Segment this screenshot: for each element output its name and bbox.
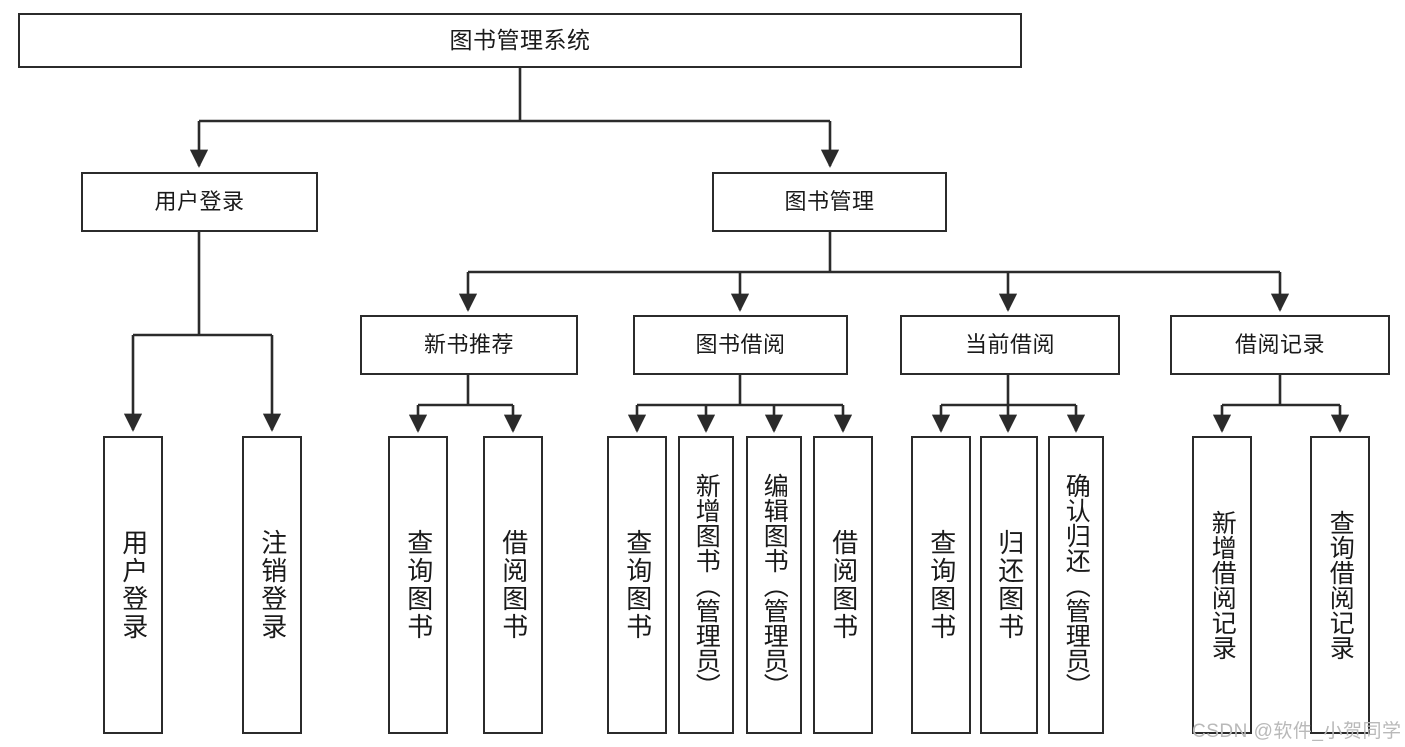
node-label: 确认归还（管理员） bbox=[1062, 472, 1091, 698]
node-leaf-borrow-book-recommend[interactable]: 借阅图书 bbox=[483, 436, 543, 734]
node-label: 新书推荐 bbox=[423, 332, 514, 358]
csdn-watermark: CSDN @软件_小贺同学 bbox=[1192, 721, 1402, 742]
node-label: 用户登录 bbox=[154, 189, 245, 215]
node-leaf-query-book-current[interactable]: 查询图书 bbox=[911, 436, 971, 734]
node-leaf-query-book-borrow[interactable]: 查询图书 bbox=[607, 436, 667, 734]
node-label: 查询图书 bbox=[403, 529, 434, 641]
node-leaf-query-book-recommend[interactable]: 查询图书 bbox=[388, 436, 448, 734]
node-label: 借阅图书 bbox=[498, 529, 529, 641]
node-leaf-return-book[interactable]: 归还图书 bbox=[980, 436, 1038, 734]
node-leaf-confirm-return-admin[interactable]: 确认归还（管理员） bbox=[1048, 436, 1104, 734]
node-new-book-recommend[interactable]: 新书推荐 bbox=[360, 315, 578, 375]
node-leaf-borrow-book[interactable]: 借阅图书 bbox=[813, 436, 873, 734]
node-label: 图书借阅 bbox=[695, 332, 786, 358]
node-label: 归还图书 bbox=[994, 529, 1025, 641]
node-label: 新增借阅记录 bbox=[1208, 510, 1237, 660]
node-label: 当前借阅 bbox=[964, 332, 1055, 358]
node-label: 用户登录 bbox=[118, 529, 149, 641]
node-book-management[interactable]: 图书管理 bbox=[712, 172, 947, 232]
node-label: 新增图书（管理员） bbox=[692, 472, 721, 698]
node-root-book-management-system[interactable]: 图书管理系统 bbox=[18, 13, 1022, 68]
node-label: 查询图书 bbox=[926, 529, 957, 641]
node-leaf-query-borrow-record[interactable]: 查询借阅记录 bbox=[1310, 436, 1370, 734]
node-current-borrow[interactable]: 当前借阅 bbox=[900, 315, 1120, 375]
node-leaf-add-book-admin[interactable]: 新增图书（管理员） bbox=[678, 436, 734, 734]
node-book-borrow[interactable]: 图书借阅 bbox=[633, 315, 848, 375]
node-leaf-edit-book-admin[interactable]: 编辑图书（管理员） bbox=[746, 436, 802, 734]
node-user-login[interactable]: 用户登录 bbox=[81, 172, 318, 232]
node-label: 借阅记录 bbox=[1234, 332, 1325, 358]
node-label: 注销登录 bbox=[257, 529, 288, 641]
node-leaf-logout[interactable]: 注销登录 bbox=[242, 436, 302, 734]
node-label: 图书管理系统 bbox=[449, 26, 591, 53]
node-label: 编辑图书（管理员） bbox=[760, 472, 789, 698]
node-label: 借阅图书 bbox=[828, 529, 859, 641]
node-leaf-user-login[interactable]: 用户登录 bbox=[103, 436, 163, 734]
node-borrow-record[interactable]: 借阅记录 bbox=[1170, 315, 1390, 375]
node-label: 查询图书 bbox=[622, 529, 653, 641]
node-label: 图书管理 bbox=[784, 189, 875, 215]
node-leaf-add-borrow-record[interactable]: 新增借阅记录 bbox=[1192, 436, 1252, 734]
node-label: 查询借阅记录 bbox=[1326, 510, 1355, 660]
